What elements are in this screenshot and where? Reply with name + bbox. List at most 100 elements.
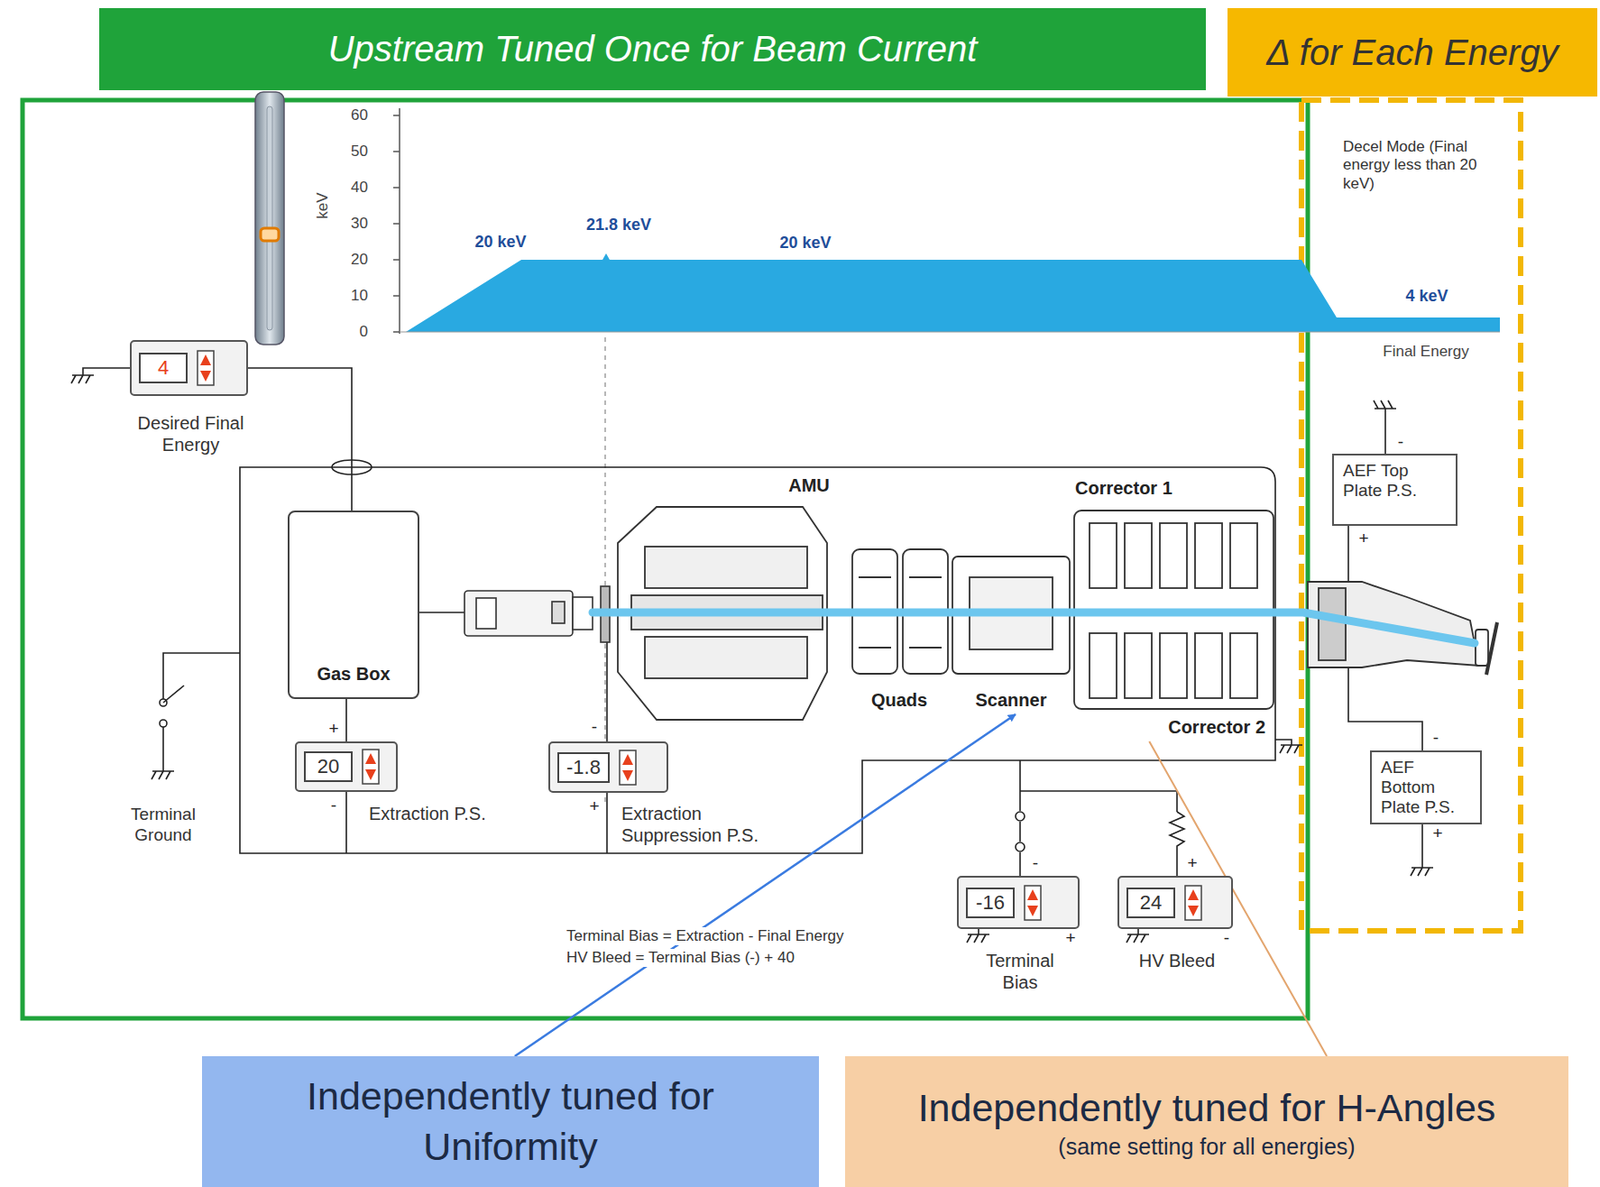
- node-heading: HV Bleed: [1119, 949, 1235, 972]
- wire: [1015, 842, 1025, 852]
- corrector-magnet: [1159, 523, 1187, 589]
- ground-symbol: [1279, 744, 1303, 754]
- header-band: Δ for Each Energy: [1227, 8, 1598, 97]
- part-name: Quads: [871, 689, 928, 711]
- corrector-magnet: [1195, 633, 1223, 699]
- updown-widget: [196, 349, 215, 387]
- corrector-magnet: [1230, 633, 1258, 699]
- node-text: Upstream Tuned Once for Beam Current: [328, 28, 978, 70]
- node-text: Independently tuned for Uniformity: [257, 1071, 764, 1173]
- ion-beam: [592, 612, 1475, 644]
- energy-value: 20 keV: [474, 232, 526, 252]
- up-arrow: [1187, 889, 1199, 901]
- wire: [419, 611, 465, 614]
- updown-widget: [1023, 884, 1042, 921]
- energy-chart: [393, 115, 400, 332]
- decel-lens: [1486, 622, 1498, 675]
- axis-tick: 50: [350, 142, 368, 161]
- down-arrow: [200, 370, 212, 382]
- ground-symbol: [966, 934, 990, 943]
- down-arrow: [365, 769, 377, 781]
- wire: [978, 928, 1139, 935]
- region-outline: [22, 100, 1308, 1019]
- power-supply: AEF Top Plate P.S.: [1332, 453, 1458, 526]
- down-arrow: [622, 770, 634, 782]
- polarity-sign: -: [331, 795, 337, 816]
- node-text: AEF Top Plate P.S.: [1342, 460, 1434, 501]
- callout-arrow: [514, 714, 1016, 1057]
- node-heading: Desired Final Energy: [124, 412, 258, 456]
- axis-tick: 30: [350, 214, 368, 233]
- part-name: Terminal Ground: [113, 804, 213, 846]
- axis-tick: 0: [359, 322, 368, 341]
- node-text: Gas Box: [316, 663, 390, 685]
- wire: [163, 685, 184, 703]
- ground-symbol: [1373, 400, 1397, 409]
- polarity-sign: -: [1032, 853, 1039, 874]
- gas-box: Gas Box: [287, 510, 420, 699]
- decel-lens: [1318, 588, 1346, 661]
- corrector-part: Corrector 1Corrector 2: [1071, 476, 1277, 742]
- energy-chart: [393, 108, 1500, 807]
- polarity-sign: -: [1433, 727, 1439, 748]
- power-supply: AEF Bottom Plate P.S.: [1370, 750, 1482, 825]
- ground-symbol: [71, 375, 1434, 943]
- wire: [1015, 811, 1025, 821]
- ion-source: [464, 590, 573, 636]
- updown-widget: [618, 749, 637, 786]
- ion-source: [464, 586, 610, 643]
- down-arrow: [1027, 905, 1039, 917]
- setpoint-box: 4Desired Final Energy: [129, 340, 249, 396]
- polarity-sign: -: [1223, 928, 1230, 948]
- corrector-magnet: [1124, 523, 1152, 589]
- amu-magnet: [644, 546, 808, 589]
- wire: [1020, 760, 1178, 876]
- polarity-sign: -: [591, 717, 598, 737]
- ion-beam: [592, 612, 1475, 644]
- energy-slider: [260, 228, 279, 241]
- energy-chart: [405, 253, 1500, 332]
- mode-note: Decel Mode (Final energy less than 20 ke…: [1342, 137, 1502, 194]
- widget-frame: [619, 750, 636, 785]
- energy-value: 4 keV: [1405, 286, 1448, 306]
- axis-tick: 10: [350, 286, 368, 305]
- up-arrow: [365, 753, 377, 764]
- callout-box: Independently tuned for Uniformity: [202, 1056, 819, 1187]
- node-text: 20: [303, 751, 353, 782]
- wire: [248, 367, 352, 511]
- corrector-magnet: [1195, 523, 1223, 589]
- corrector-magnet: [1230, 523, 1258, 589]
- node-heading: Terminal Bias: [970, 949, 1070, 994]
- updown-widget: [1184, 884, 1203, 921]
- decel-lens: [1475, 629, 1489, 666]
- node-text: 4: [138, 352, 188, 384]
- node-heading: Corrector 2: [1167, 717, 1266, 738]
- node-text: Independently tuned for H-Angles: [918, 1083, 1497, 1134]
- wire: [239, 467, 1276, 854]
- energy-chart: [604, 337, 606, 807]
- wire: [82, 367, 130, 376]
- polarity-sign: +: [1358, 528, 1369, 549]
- energy-slider: [255, 91, 285, 345]
- node-text: Scanner: [975, 689, 1048, 711]
- formula-note: HV Bleed = Terminal Bias (-) + 40: [564, 948, 797, 967]
- energy-value: 20 keV: [779, 233, 831, 253]
- polarity-sign: +: [1065, 928, 1076, 948]
- energy-chart: [399, 331, 1500, 333]
- region-outline: [1301, 100, 1521, 931]
- power-supply: 20Extraction P.S.: [294, 741, 398, 792]
- widget-frame: [1024, 885, 1041, 920]
- corrector-magnet: [1089, 633, 1117, 699]
- polarity-sign: +: [328, 718, 339, 739]
- axis-tick: 20: [350, 250, 368, 269]
- polarity-sign: -: [1397, 432, 1404, 452]
- widget-frame: [197, 350, 214, 386]
- amu-magnet: [644, 636, 808, 679]
- header-band: Upstream Tuned Once for Beam Current: [99, 8, 1206, 91]
- widget-frame: [1185, 885, 1202, 920]
- wire: [1169, 811, 1185, 876]
- ground-symbol: [151, 771, 175, 780]
- corrector-magnet: [1089, 523, 1117, 589]
- node-text: Δ for Each Energy: [1266, 32, 1558, 74]
- up-arrow: [622, 754, 634, 765]
